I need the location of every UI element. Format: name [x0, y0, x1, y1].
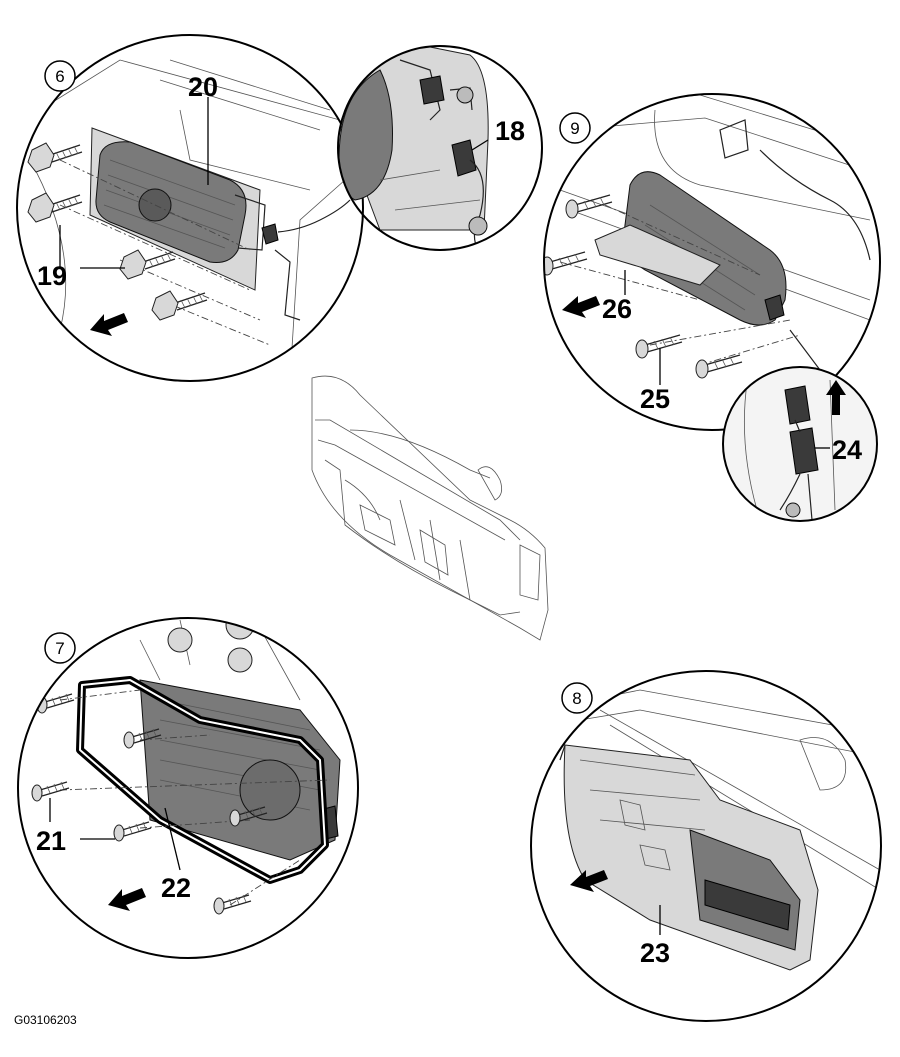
bolt-19b — [27, 192, 83, 223]
screw-7e — [229, 806, 268, 827]
direction-arrow-icon — [90, 313, 128, 336]
step-badge-6: 6 — [44, 60, 76, 92]
screw-d — [695, 354, 743, 379]
arrow-up-icon — [826, 380, 846, 415]
step-badge-9: 9 — [559, 112, 591, 144]
detail-8 — [530, 670, 882, 1022]
callout-18: 18 — [495, 116, 525, 146]
screw-b — [544, 251, 588, 276]
detail-7 — [17, 617, 359, 959]
screw-7d — [123, 728, 162, 749]
callout-22: 22 — [161, 873, 191, 903]
svg-text:8: 8 — [572, 689, 581, 708]
screw-7f — [213, 894, 252, 915]
step-badge-8: 8 — [561, 682, 593, 714]
step-badge-7: 7 — [44, 632, 76, 664]
callout-24: 24 — [832, 435, 862, 465]
screw-7b — [31, 781, 70, 802]
callout-19: 19 — [37, 261, 67, 291]
screw-c — [635, 334, 683, 359]
callout-26: 26 — [602, 294, 632, 324]
svg-text:7: 7 — [55, 639, 64, 658]
bolt-19c — [119, 249, 176, 280]
door-overview — [311, 375, 549, 641]
svg-text:9: 9 — [570, 119, 579, 138]
screw-7c — [113, 821, 152, 842]
leader-lines — [49, 97, 830, 935]
callout-21: 21 — [36, 826, 66, 856]
callout-25: 25 — [640, 384, 670, 414]
screw-a — [565, 194, 613, 219]
screw-7a — [36, 693, 75, 714]
detail-9 — [543, 93, 881, 431]
detail-18 — [337, 45, 543, 251]
direction-arrow-icon — [562, 296, 600, 318]
direction-arrow-icon — [108, 888, 146, 911]
bolt-19d — [151, 290, 208, 321]
figure-code: G03106203 — [14, 1013, 77, 1027]
svg-text:6: 6 — [55, 67, 64, 86]
callout-23: 23 — [640, 938, 670, 968]
callout-20: 20 — [188, 72, 218, 102]
direction-arrow-icon — [570, 870, 608, 892]
bolt-19a — [27, 142, 83, 173]
